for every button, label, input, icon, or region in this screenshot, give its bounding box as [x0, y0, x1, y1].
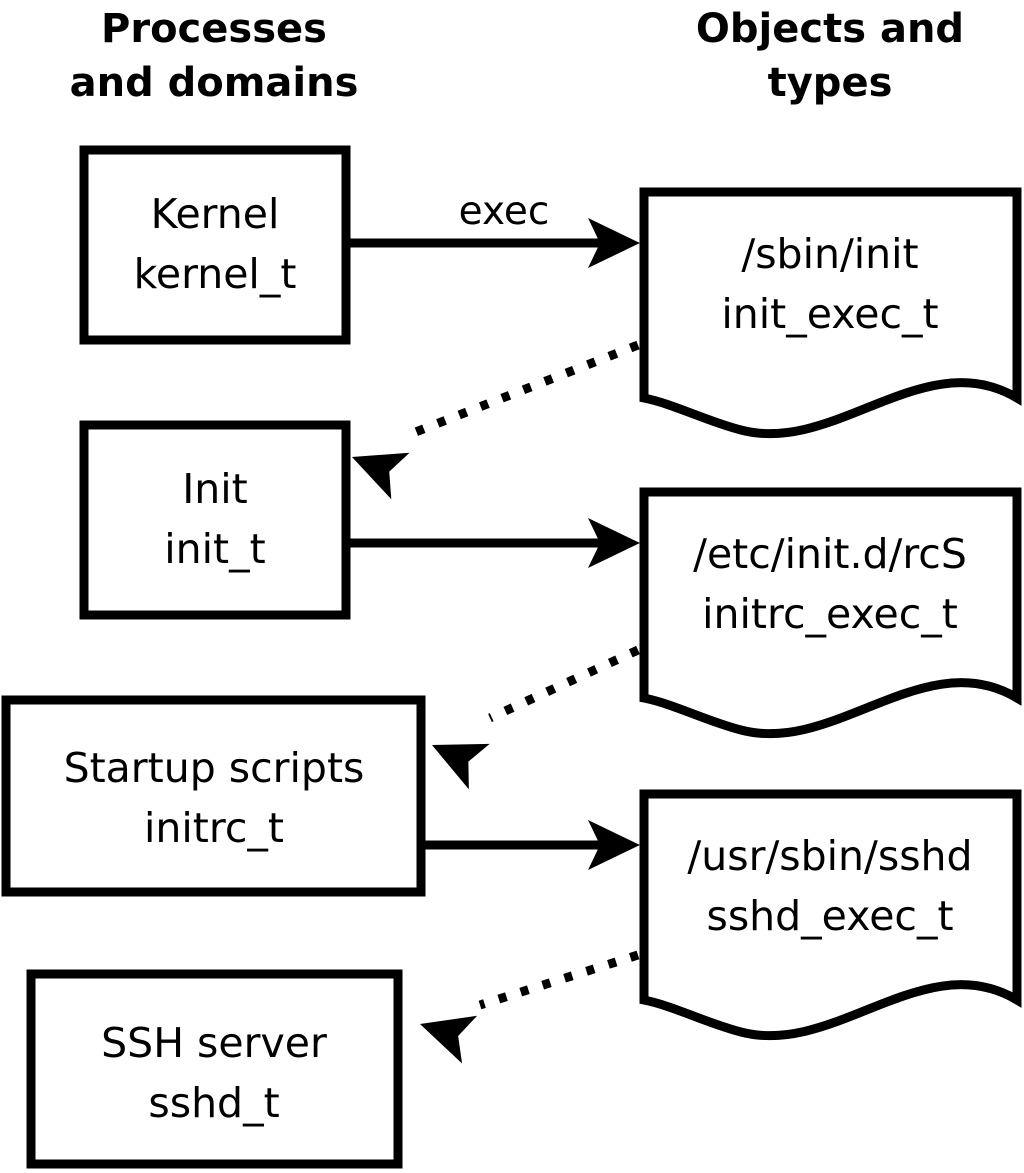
node-init-box[interactable]: [79, 420, 351, 620]
edge-line-initexec-to-init: [406, 340, 640, 440]
edge-initexec-to-init: [342, 340, 640, 500]
node-sshd-exec-line2: sshd_exec_t: [706, 892, 953, 940]
edge-line-rcsexec-to-initrc: [488, 645, 640, 723]
node-kernel[interactable]: Kernel kernel_t: [79, 145, 351, 345]
arrowhead-sshdexec-to-sshd: [412, 1000, 478, 1064]
node-sshd[interactable]: SSH server sshd_t: [26, 969, 403, 1169]
column-header-left-line1: Processes: [101, 6, 327, 52]
node-initrc-box[interactable]: [1, 695, 426, 897]
node-init-line2: init_t: [164, 525, 265, 573]
node-initrc-line1: Startup scripts: [64, 744, 365, 792]
node-initrc[interactable]: Startup scripts initrc_t: [1, 695, 426, 897]
node-initrc-exec-line1: /etc/init.d/rcS: [693, 530, 967, 578]
node-init-line1: Init: [182, 465, 248, 513]
node-init-exec-line1: /sbin/init: [741, 230, 918, 278]
edge-rcsexec-to-initrc: [421, 645, 640, 790]
node-init[interactable]: Init init_t: [79, 420, 351, 620]
node-sshd-exec-line1: /usr/sbin/sshd: [687, 832, 972, 880]
node-initrc-exec-shape[interactable]: [639, 487, 1022, 739]
edge-kernel-exec-init: exec: [350, 189, 640, 268]
node-initrc-line2: initrc_t: [144, 804, 284, 852]
edge-init-exec-rcs: [350, 518, 640, 568]
node-sshd-exec-shape[interactable]: [639, 789, 1022, 1041]
column-header-right-line2: types: [768, 60, 893, 106]
node-sshd-exec[interactable]: /usr/sbin/sshd sshd_exec_t: [639, 789, 1022, 1041]
node-kernel-box[interactable]: [79, 145, 351, 345]
column-header-left-line2: and domains: [70, 60, 359, 106]
column-header-right-line1: Objects and: [696, 6, 964, 52]
node-kernel-line2: kernel_t: [134, 250, 297, 298]
node-initrc-exec-line2: initrc_exec_t: [702, 590, 958, 638]
node-kernel-line1: Kernel: [151, 190, 280, 238]
node-init-exec-line2: init_exec_t: [721, 290, 938, 338]
arrowhead-initexec-to-init: [342, 433, 410, 500]
arrowhead-rcsexec-to-initrc: [421, 722, 490, 790]
edge-sshdexec-to-sshd: [412, 950, 640, 1064]
node-initrc-exec[interactable]: /etc/init.d/rcS initrc_exec_t: [639, 487, 1022, 739]
edge-line-sshdexec-to-sshd: [478, 950, 640, 1010]
node-sshd-line1: SSH server: [101, 1019, 327, 1067]
node-sshd-line2: sshd_t: [148, 1079, 279, 1127]
edge-label-exec: exec: [459, 189, 550, 234]
node-init-exec-shape[interactable]: [639, 187, 1022, 439]
node-init-exec[interactable]: /sbin/init init_exec_t: [639, 187, 1022, 439]
edge-initrc-exec-sshd: [425, 820, 640, 870]
node-sshd-box[interactable]: [26, 969, 403, 1169]
